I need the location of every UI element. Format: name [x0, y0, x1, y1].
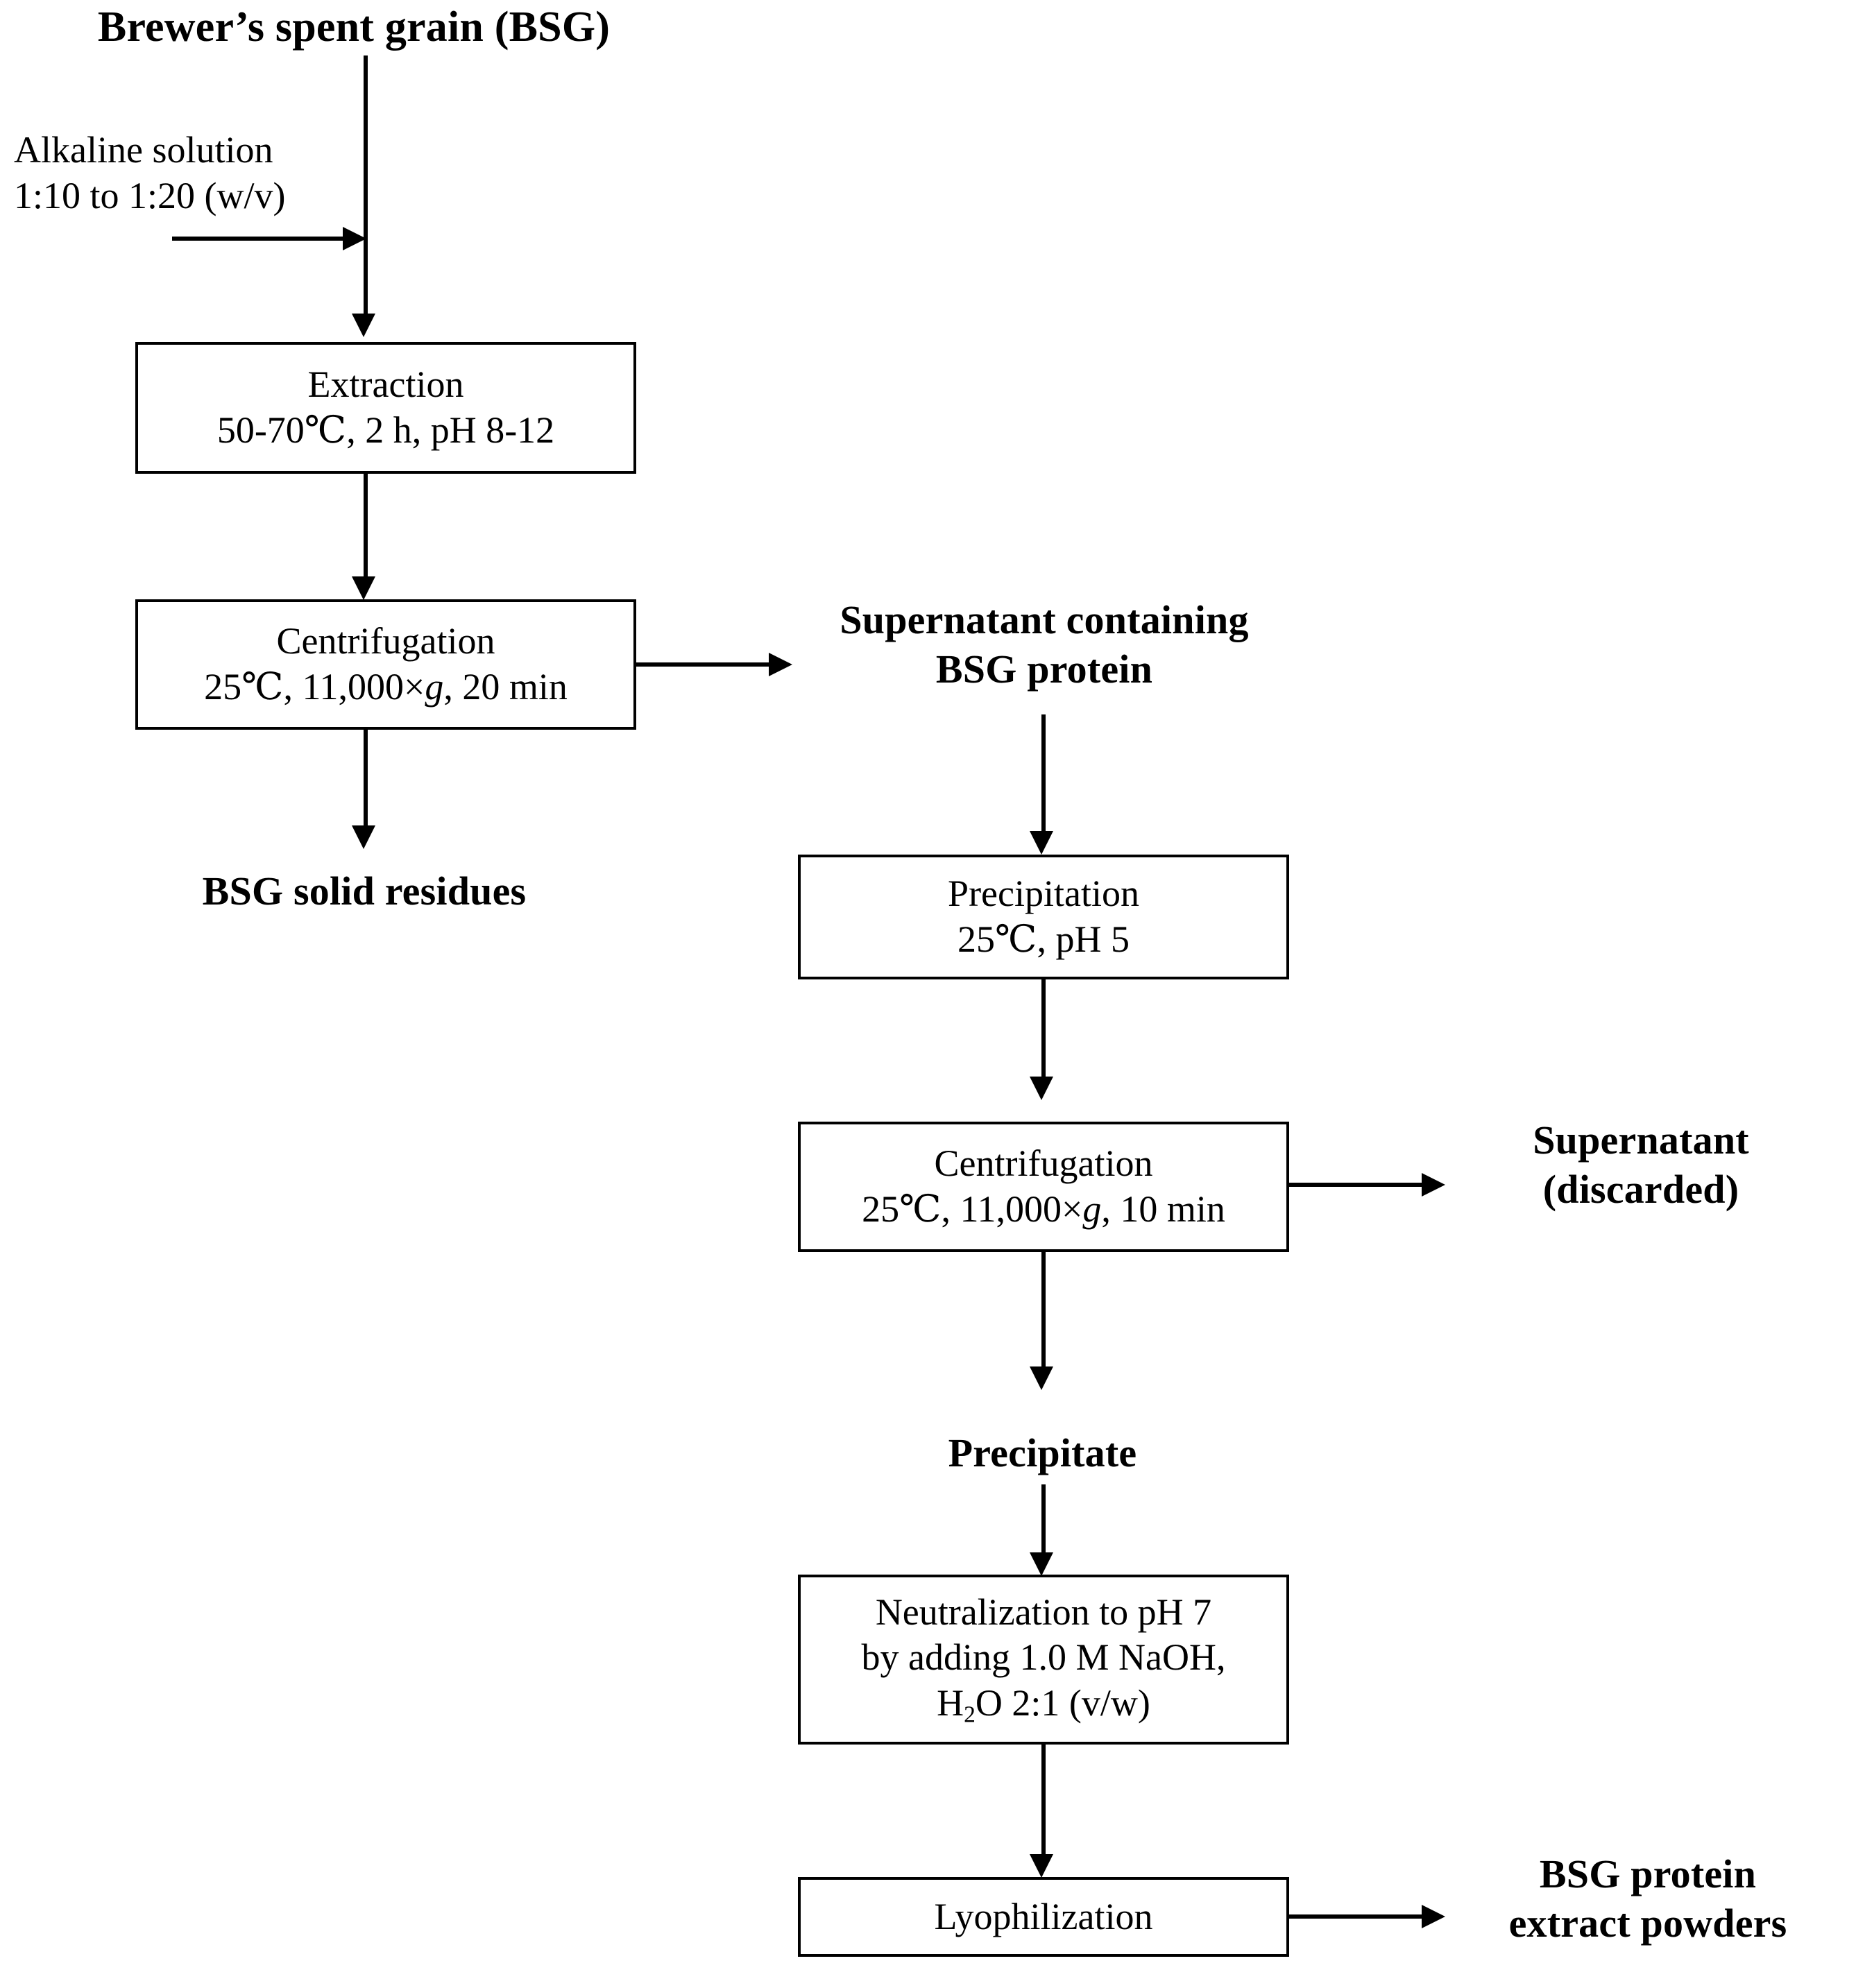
centrifugation2-line-2-a: 25℃, 11,000×: [862, 1188, 1083, 1230]
centrifugation2-line-2: 25℃, 11,000×g, 10 min: [862, 1187, 1225, 1233]
node-precipitation[interactable]: Precipitation 25℃, pH 5: [798, 855, 1289, 979]
connector-centrifugation2-to-discarded: [1289, 1183, 1424, 1187]
centrifugation1-line-2-g: g: [425, 666, 444, 708]
connector-extraction-to-centrifugation1: [364, 474, 368, 576]
connector-precipitation-to-centrifugation2: [1041, 979, 1046, 1077]
arrowhead-alkaline-to-stem: [343, 227, 366, 250]
node-supernatant-discarded: Supernatant (discarded): [1443, 1113, 1839, 1217]
alkaline-line-2: 1:10 to 1:20 (w/v): [14, 175, 286, 216]
arrowhead-centrifugation1-to-supernatant: [769, 653, 792, 676]
neutralization-h: H: [937, 1682, 964, 1724]
extraction-line-1: Extraction: [307, 363, 464, 406]
supernatant-protein-line-1: Supernatant containing: [840, 597, 1249, 643]
node-alkaline-solution: Alkaline solution 1:10 to 1:20 (w/v): [14, 121, 361, 225]
neutralization-subscript-2: 2: [964, 1702, 976, 1728]
centrifugation2-line-1: Centrifugation: [934, 1142, 1153, 1185]
node-bsg-protein-extract-powders: BSG protein extract powders: [1443, 1845, 1853, 1953]
centrifugation1-line-2: 25℃, 11,000×g, 20 min: [204, 665, 568, 710]
precipitate-label: Precipitate: [948, 1430, 1137, 1475]
node-centrifugation-2[interactable]: Centrifugation 25℃, 11,000×g, 10 min: [798, 1122, 1289, 1252]
connector-centrifugation1-to-supernatant: [636, 662, 772, 667]
supernatant-protein-line-2: BSG protein: [935, 646, 1153, 692]
centrifugation1-line-2-a: 25℃, 11,000×: [204, 666, 425, 708]
neutralization-line-3-b: O 2:1 (v/w): [975, 1682, 1150, 1724]
precipitation-line-2: 25℃, pH 5: [957, 918, 1130, 960]
supernatant-discarded-line-1: Supernatant: [1533, 1117, 1749, 1163]
node-brewers-spent-grain: Brewer’s spent grain (BSG): [42, 0, 666, 55]
lyophilization-label: Lyophilization: [934, 1895, 1153, 1937]
connector-alkaline-to-stem: [172, 237, 346, 241]
centrifugation1-line-1: Centrifugation: [276, 620, 495, 662]
neutralization-line-3: H2O 2:1 (v/w): [937, 1681, 1150, 1729]
node-precipitate: Precipitate: [853, 1425, 1232, 1481]
connector-centrifugation1-to-residues: [364, 730, 368, 825]
neutralization-line-1: Neutralization to pH 7: [875, 1591, 1212, 1633]
connector-neutralization-to-lyophilization: [1041, 1745, 1046, 1854]
neutralization-line-2: by adding 1.0 M NaOH,: [861, 1636, 1226, 1679]
node-neutralization[interactable]: Neutralization to pH 7 by adding 1.0 M N…: [798, 1575, 1289, 1745]
arrowhead-extraction-to-centrifugation1: [352, 576, 375, 600]
connector-supernatant-to-precipitation: [1041, 714, 1046, 831]
arrowhead-centrifugation2-to-precipitate: [1030, 1366, 1053, 1390]
arrowhead-centrifugation2-to-discarded: [1422, 1173, 1445, 1197]
centrifugation2-line-2-g: g: [1082, 1188, 1102, 1230]
solid-residues-label: BSG solid residues: [202, 868, 527, 914]
arrowhead-start-to-extraction: [352, 314, 375, 337]
arrowhead-precipitate-to-neutralization: [1030, 1552, 1053, 1576]
centrifugation1-line-2-b: , 20 min: [443, 666, 568, 708]
node-centrifugation-1[interactable]: Centrifugation 25℃, 11,000×g, 20 min: [135, 599, 636, 730]
connector-centrifugation2-to-precipitate: [1041, 1252, 1046, 1366]
centrifugation2-line-2-b: , 10 min: [1101, 1188, 1225, 1230]
connector-precipitate-to-neutralization: [1041, 1484, 1046, 1552]
node-bsg-solid-residues: BSG solid residues: [83, 864, 645, 919]
arrowhead-centrifugation1-to-residues: [352, 825, 375, 849]
arrowhead-supernatant-to-precipitation: [1030, 831, 1053, 855]
node-lyophilization[interactable]: Lyophilization: [798, 1877, 1289, 1957]
connector-start-to-extraction: [364, 55, 368, 314]
product-line-2: extract powders: [1508, 1900, 1787, 1946]
alkaline-line-1: Alkaline solution: [14, 129, 273, 171]
arrowhead-lyophilization-to-product: [1422, 1905, 1445, 1928]
precipitation-line-1: Precipitation: [948, 873, 1139, 915]
arrowhead-precipitation-to-centrifugation2: [1030, 1077, 1053, 1100]
extraction-line-2: 50-70℃, 2 h, pH 8-12: [216, 409, 555, 451]
product-line-1: BSG protein: [1539, 1851, 1757, 1896]
connector-lyophilization-to-product: [1289, 1914, 1424, 1919]
supernatant-discarded-line-2: (discarded): [1542, 1167, 1739, 1212]
node-supernatant-containing-protein: Supernatant containing BSG protein: [777, 593, 1311, 697]
node-extraction[interactable]: Extraction 50-70℃, 2 h, pH 8-12: [135, 342, 636, 474]
arrowhead-neutralization-to-lyophilization: [1030, 1854, 1053, 1878]
start-label: Brewer’s spent grain (BSG): [97, 3, 611, 51]
